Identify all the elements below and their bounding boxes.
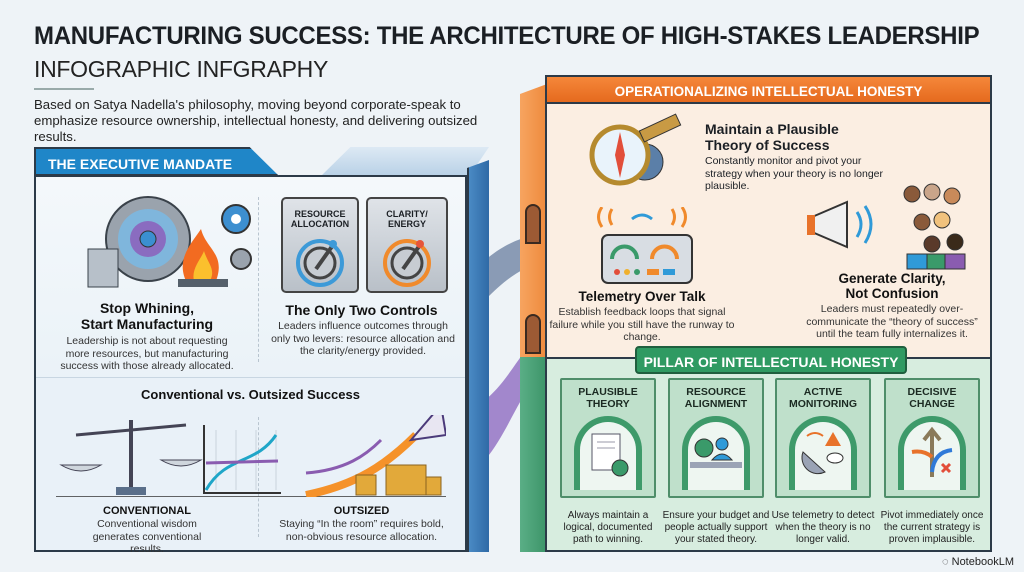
branching-arrows-icon bbox=[911, 426, 953, 477]
pillar-caption: Ensure your budget and people actually s… bbox=[662, 510, 770, 545]
pillar-resource-alignment: RESOURCE ALIGNMENT bbox=[668, 378, 764, 498]
clarity-text: Leaders must repeatedly over-communicate… bbox=[806, 303, 978, 340]
pillar-header: PILLAR OF INTELLECTUAL HONESTY bbox=[635, 346, 907, 374]
pillar-arch bbox=[574, 416, 642, 490]
resource-allocation-dial: RESOURCE ALLOCATION bbox=[281, 197, 359, 293]
compare-title: Conventional vs. Outsized Success bbox=[141, 387, 360, 402]
pillar-caption: Pivot immediately once the current strat… bbox=[880, 510, 984, 545]
pillar-arch bbox=[789, 416, 857, 490]
money-people-bridge-icon bbox=[690, 437, 742, 468]
divider bbox=[258, 197, 259, 362]
page-subtitle: INFOGRAPHIC INFGRAPHY bbox=[34, 56, 329, 82]
telemetry-text: Establish feedback loops that signal fai… bbox=[549, 306, 735, 343]
pillar-decisive-change: DECISIVE CHANGE bbox=[884, 378, 980, 498]
brand-label: NotebookLM bbox=[951, 556, 1014, 568]
dial-icon bbox=[296, 239, 344, 287]
stop-title-1: Stop Whining, bbox=[99, 300, 195, 316]
pillar-caption: Always maintain a logical, documented pa… bbox=[563, 510, 653, 545]
compass-telescope-icon bbox=[589, 113, 682, 186]
theory-text: Constantly monitor and pivot your strate… bbox=[705, 155, 884, 192]
document-check-icon bbox=[591, 433, 629, 477]
orange-side-face bbox=[520, 84, 547, 357]
pillar-arch bbox=[898, 416, 966, 490]
dial-label: RESOURCE ALLOCATION bbox=[290, 209, 350, 229]
telemetry-title: Telemetry Over Talk bbox=[578, 289, 706, 304]
pillar-title: RESOURCE ALIGNMENT bbox=[684, 386, 748, 410]
arch-window bbox=[525, 314, 541, 354]
controls-text: Leaders influence outcomes through only … bbox=[271, 320, 455, 357]
pillar-title: DECISIVE CHANGE bbox=[907, 386, 957, 410]
clarity-title-2: Not Confusion bbox=[845, 286, 939, 301]
divider bbox=[258, 417, 259, 537]
clarity-energy-dial: CLARITY/ ENERGY bbox=[366, 197, 448, 293]
telemetry-dashboard-icon bbox=[597, 207, 693, 284]
notebooklm-logo-icon: ◌ bbox=[942, 556, 952, 568]
page-title: MANUFACTURING SUCCESS: THE ARCHITECTURE … bbox=[34, 22, 980, 50]
conventional-text: Conventional wisdom generates convention… bbox=[92, 518, 202, 555]
executive-mandate-header: THE EXECUTIVE MANDATE bbox=[34, 147, 279, 176]
clarity-title-1: Generate Clarity, bbox=[838, 271, 946, 286]
satellite-warning-icon bbox=[801, 432, 844, 475]
brand-watermark: ◌ NotebookLM bbox=[942, 556, 1014, 568]
gear-fire-icon bbox=[87, 196, 252, 288]
compare-section bbox=[36, 377, 465, 550]
arch-window bbox=[525, 204, 541, 244]
outsized-title: OUTSIZED bbox=[333, 505, 390, 517]
box-side-face bbox=[467, 160, 489, 552]
pillar-title: ACTIVE MONITORING bbox=[788, 386, 858, 410]
green-side-face bbox=[520, 357, 547, 552]
operational-header: OPERATIONALIZING INTELLECTUAL HONESTY bbox=[545, 75, 992, 104]
megaphone-team-icon bbox=[807, 183, 966, 270]
theory-title-2: Theory of Success bbox=[705, 137, 830, 153]
outsized-text: Staying “In the room” requires bold, non… bbox=[279, 518, 444, 543]
box-top-face bbox=[320, 147, 489, 177]
conventional-title: CONVENTIONAL bbox=[103, 505, 191, 517]
executive-mandate-panel: Stop Whining,Start Manufacturing Leaders… bbox=[34, 175, 467, 555]
divider bbox=[34, 88, 94, 90]
pillar-title: PLAUSIBLE THEORY bbox=[578, 386, 638, 410]
dial-label: CLARITY/ ENERGY bbox=[386, 209, 428, 229]
pillar-caption: Use telemetry to detect when the theory … bbox=[771, 510, 875, 545]
pillar-active-monitoring: ACTIVE MONITORING bbox=[775, 378, 871, 498]
dial-icon bbox=[383, 239, 431, 287]
scale-chart-rocket-illustration bbox=[56, 415, 446, 497]
pillar-arch bbox=[682, 416, 750, 490]
pillar-plausible-theory: PLAUSIBLE THEORY bbox=[560, 378, 656, 498]
controls-title: The Only Two Controls bbox=[285, 302, 438, 318]
stop-text: Leadership is not about requesting more … bbox=[60, 335, 234, 372]
description: Based on Satya Nadella's philosophy, mov… bbox=[34, 97, 478, 144]
theory-title-1: Maintain a Plausible bbox=[705, 121, 839, 137]
stop-title-2: Start Manufacturing bbox=[80, 316, 214, 332]
